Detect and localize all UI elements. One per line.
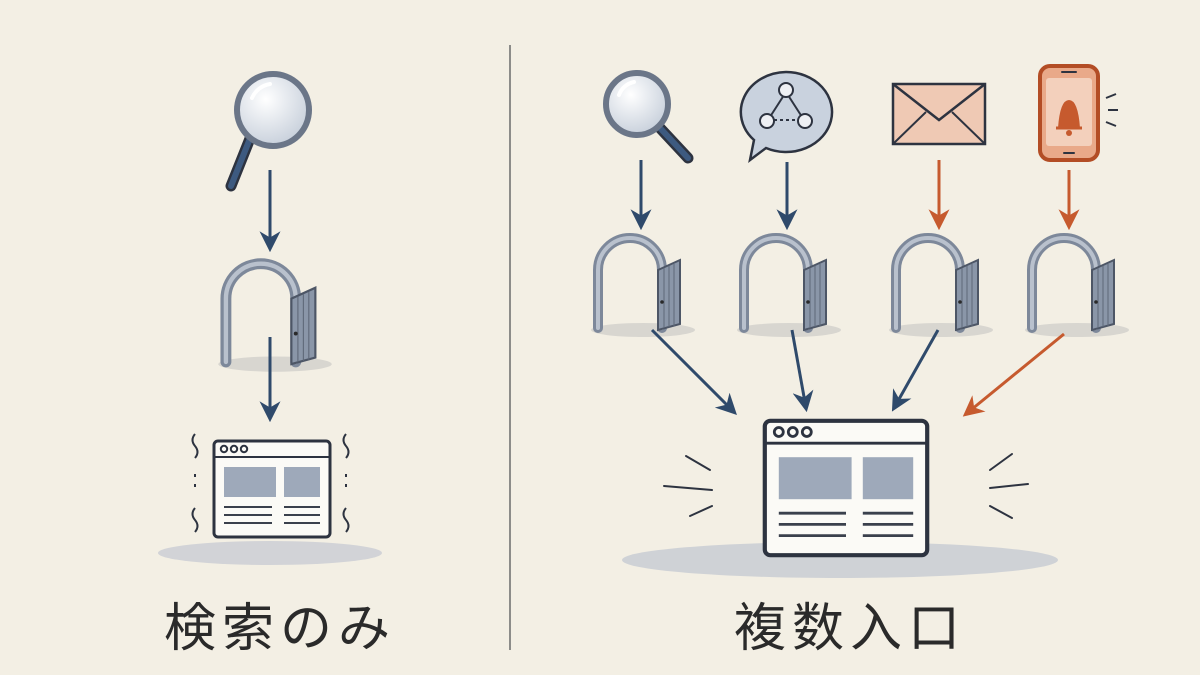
left-webpage-icon xyxy=(212,439,332,539)
door-4-icon xyxy=(1025,238,1129,337)
right-webpage-icon xyxy=(765,421,927,555)
arrow-door4-to-page xyxy=(962,332,1065,417)
right-caption: 複数入口 xyxy=(733,599,966,659)
arrow-door3-to-page xyxy=(891,329,940,412)
right-emphasis-marks xyxy=(663,453,1029,519)
left-page-shadow xyxy=(158,541,382,565)
left-caption: 検索のみ xyxy=(163,599,396,659)
arrow-door1-to-page xyxy=(650,328,737,415)
left-door-icon xyxy=(218,264,331,372)
share-bubble-icon xyxy=(739,70,834,163)
right-page-shadow xyxy=(622,542,1058,578)
door-1-icon xyxy=(591,238,695,337)
arrow-door2-to-page xyxy=(790,329,814,413)
door-2-icon xyxy=(737,238,841,337)
left-wobble-marks xyxy=(191,433,350,533)
left-magnifier-icon xyxy=(225,71,312,192)
door-3-icon xyxy=(889,238,993,337)
right-magnifier-icon xyxy=(603,70,694,164)
phone-bell-icon xyxy=(1038,64,1118,162)
envelope-icon xyxy=(891,82,987,146)
